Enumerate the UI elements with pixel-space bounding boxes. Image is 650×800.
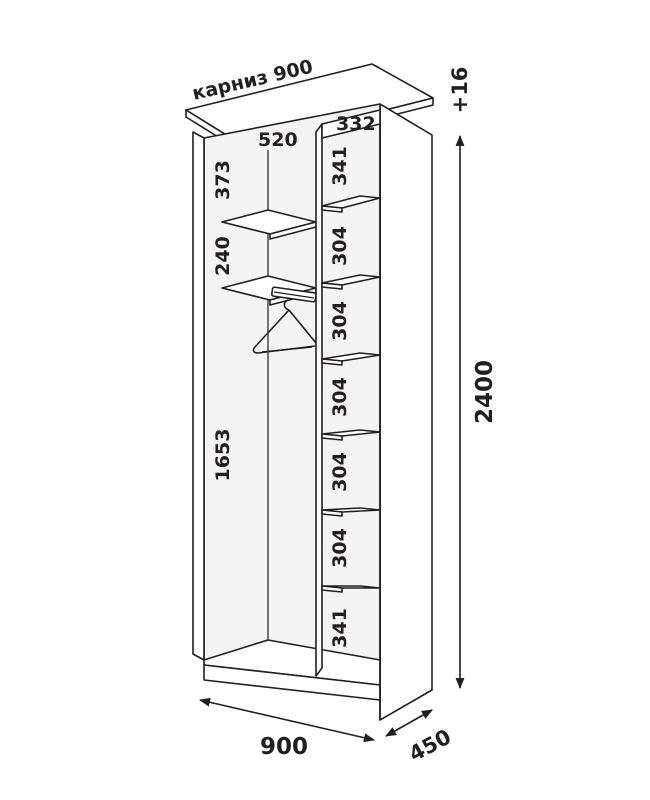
right-gap-label-5: 304 xyxy=(329,452,351,492)
right-shelf-6 xyxy=(321,585,381,593)
top-gap-label: 373 xyxy=(212,160,234,200)
total-height-dimension: 2400 xyxy=(455,134,498,690)
hanging-height-label: 1653 xyxy=(212,429,234,482)
left-depth-label: 520 xyxy=(258,129,298,151)
total-width-dimension: 900 xyxy=(198,697,376,760)
right-gap-label-2: 304 xyxy=(329,226,351,266)
cornice-add-label: +16 xyxy=(448,67,472,114)
right-depth-label: 332 xyxy=(336,113,376,135)
right-gap-label-4: 304 xyxy=(329,377,351,417)
right-side-panel xyxy=(379,103,433,721)
right-gap-label-3: 304 xyxy=(329,301,351,341)
coat-hanger-icon xyxy=(252,299,317,354)
shelf-gap-label: 240 xyxy=(212,236,234,276)
right-shelves xyxy=(321,195,381,593)
right-gap-label-1: 341 xyxy=(329,146,351,186)
total-height-label: 2400 xyxy=(472,360,498,424)
left-side-panel xyxy=(192,131,205,661)
cornice-height-dimension: +16 xyxy=(448,67,472,114)
right-gap-label-7: 341 xyxy=(329,608,351,648)
total-depth-dimension: 450 xyxy=(385,709,455,767)
total-depth-label: 450 xyxy=(405,725,455,767)
right-column-front-panel xyxy=(315,109,381,677)
total-width-label: 900 xyxy=(260,734,308,760)
right-gap-label-6: 304 xyxy=(329,528,351,568)
